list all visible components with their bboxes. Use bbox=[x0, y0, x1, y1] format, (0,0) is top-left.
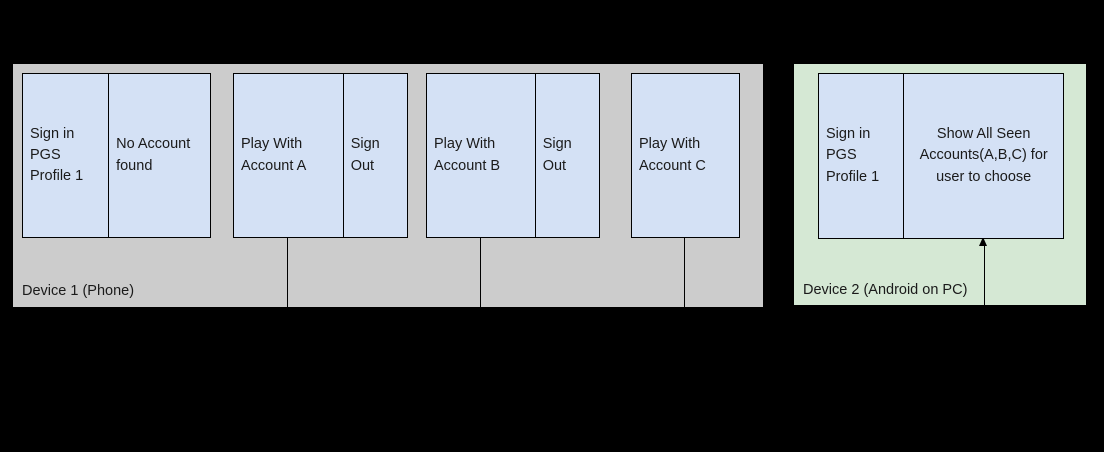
node-group-account-b[interactable]: Play With Account B Sign Out bbox=[426, 73, 600, 238]
node-device2-sign-in-pgs-profile-1[interactable]: Sign in PGS Profile 1 bbox=[826, 126, 880, 185]
node-play-with-account-c[interactable]: Play With Account C bbox=[639, 136, 706, 174]
node-sign-out-b[interactable]: Sign Out bbox=[534, 74, 599, 237]
arrow-up-icon bbox=[979, 237, 987, 246]
device2-label: Device 2 (Android on PC) bbox=[803, 282, 968, 298]
node-group-account-c[interactable]: Play With Account C bbox=[631, 73, 740, 238]
connector-line-account-c bbox=[684, 238, 685, 307]
node-sign-out-a[interactable]: Sign Out bbox=[342, 74, 407, 237]
device1-label: Device 1 (Phone) bbox=[22, 283, 135, 299]
node-sign-in-pgs-profile-1[interactable]: Sign in PGS Profile 1 bbox=[30, 125, 84, 184]
connector-line-account-b bbox=[480, 238, 481, 307]
node-show-all-seen-accounts[interactable]: Show All Seen Accounts(A,B,C) for user t… bbox=[903, 74, 1063, 238]
node-group-sign-in-no-account[interactable]: Sign in PGS Profile 1 No Account found bbox=[22, 73, 211, 238]
connector-line-account-a bbox=[287, 238, 288, 307]
node-group-device2-sign-in[interactable]: Sign in PGS Profile 1 Show All Seen Acco… bbox=[818, 73, 1064, 239]
arrow-to-device2-line bbox=[984, 244, 985, 312]
node-group-account-a[interactable]: Play With Account A Sign Out bbox=[233, 73, 408, 238]
node-play-with-account-b[interactable]: Play With Account B bbox=[434, 136, 501, 174]
node-play-with-account-a[interactable]: Play With Account A bbox=[241, 136, 307, 174]
node-no-account-found[interactable]: No Account found bbox=[108, 74, 210, 237]
